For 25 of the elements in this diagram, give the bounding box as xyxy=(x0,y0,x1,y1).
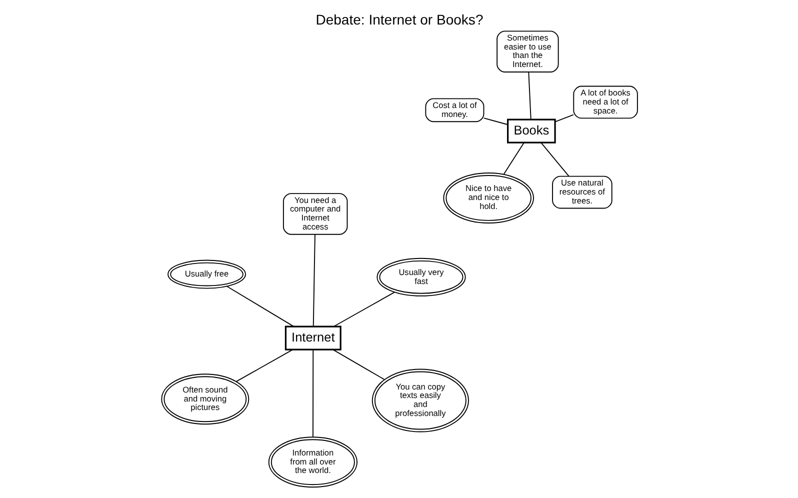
connector xyxy=(554,114,574,122)
connector xyxy=(482,118,508,126)
node-ellipse: Nice to have and nice to hold. xyxy=(442,172,534,224)
diagram-title: Debate: Internet or Books? xyxy=(315,12,483,28)
connector xyxy=(226,286,294,328)
node-box: Sometimes easier to use than the Internet. xyxy=(496,30,558,72)
connector xyxy=(528,72,531,120)
connector xyxy=(502,142,524,175)
connector xyxy=(332,292,395,327)
node-box: You need a computer and Internet access xyxy=(282,193,348,235)
node-box: Internet xyxy=(284,326,341,350)
connector xyxy=(312,349,314,438)
node-ellipse: Usually very fast xyxy=(376,258,466,296)
node-ellipse: Usually free xyxy=(167,260,246,289)
node-box: Books xyxy=(506,118,556,144)
node-ellipse: Information from all over the world. xyxy=(268,436,357,488)
node-ellipse: You can copy texts easily and professionally xyxy=(371,368,468,432)
node-box: A lot of books need a lot of space. xyxy=(572,86,638,119)
node-ellipse: Often sound and moving pictures xyxy=(160,374,249,425)
connector xyxy=(332,349,384,380)
connector xyxy=(540,142,569,177)
node-box: Use natural resources of trees. xyxy=(552,176,612,209)
connector xyxy=(312,234,315,327)
node-box: Cost a lot of money. xyxy=(424,98,484,122)
connector xyxy=(235,349,293,382)
